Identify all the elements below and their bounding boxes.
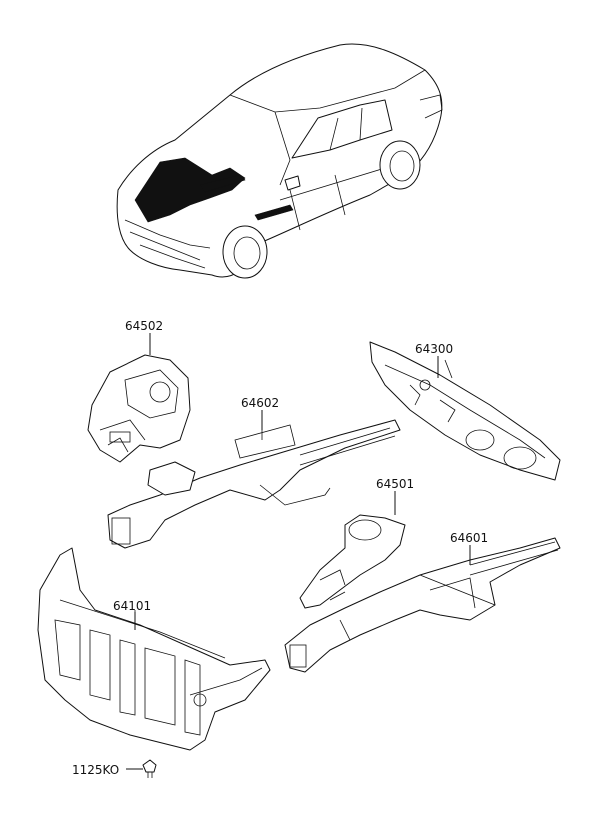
leader-lines	[126, 333, 471, 770]
part-64601-side-member	[284, 537, 561, 673]
part-label-64602: 64602	[241, 396, 279, 410]
part-labels: 64502 64300 64602 64501 64601 64101 1125…	[72, 319, 488, 777]
part-label-64501: 64501	[376, 477, 414, 491]
part-label-1125KO: 1125KO	[72, 763, 119, 777]
part-label-64300: 64300	[415, 342, 453, 356]
part-label-64601: 64601	[450, 531, 488, 545]
part-64300-dash-panel	[369, 341, 561, 481]
part-64502-wheelhouse	[87, 342, 191, 463]
part-1125KO-bolt	[142, 759, 157, 778]
part-64101-radiator-support	[37, 547, 271, 751]
part-label-64101: 64101	[113, 599, 151, 613]
part-label-64502: 64502	[125, 319, 163, 333]
vehicle-illustration	[116, 43, 443, 279]
